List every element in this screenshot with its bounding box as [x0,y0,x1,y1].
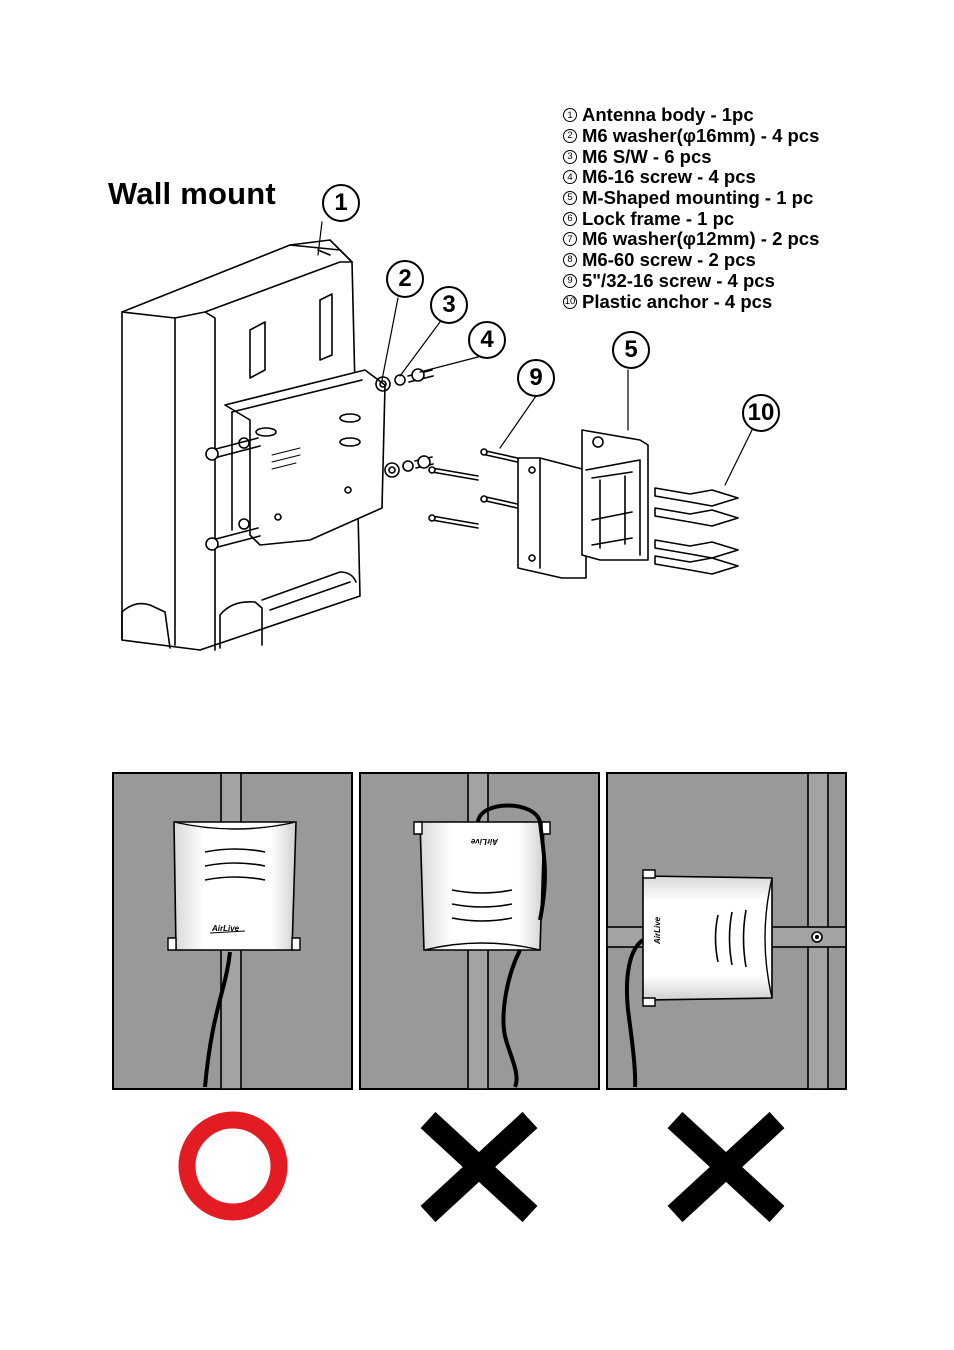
wall-screws-drawing [428,448,523,529]
parts-list-item: 10 Plastic anchor - 4 pcs [563,291,863,312]
installation-orientation-panels: AirLive AirLive AirLive [112,772,847,1090]
part-label: M6 S/W - 6 pcs [582,145,712,167]
part-number-badge: 10 [563,294,577,309]
panel-wrong-upside-down: AirLive [359,772,600,1090]
part-number-badge: 7 [563,232,577,247]
callout-leaders [317,221,753,486]
parts-list-item: 5 M-Shaped mounting - 1 pc [563,187,863,209]
parts-list-item: 6 Lock frame - 1 pc [563,208,863,229]
part-label: Antenna body - 1pc [582,104,754,126]
parts-list-item: 8 M6-60 screw - 2 pcs [563,249,863,271]
parts-list-item: 7 M6 washer(φ12mm) - 2 pcs [563,228,863,250]
part-number-badge: 3 [563,149,577,164]
page-title: Wall mount [108,176,276,211]
callout-m6-washer-16: 2 [386,260,424,298]
correct-circle-icon [178,1111,288,1221]
wrong-x-icon [420,1112,538,1222]
panel-wrong-sideways: AirLive [606,772,847,1090]
part-number-badge: 9 [563,273,577,288]
part-number-badge: 1 [563,108,577,123]
callout-wall-screw: 9 [517,359,555,397]
m-shaped-mounting-drawing [517,429,649,579]
callout-antenna-body: 1 [322,184,360,222]
parts-list-item: 3 M6 S/W - 6 pcs [563,146,863,167]
callout-plastic-anchor: 10 [742,394,780,432]
parts-list-item: 4 M6-16 screw - 4 pcs [563,166,863,188]
part-label: 5"/32-16 screw - 4 pcs [582,269,775,291]
plastic-anchors-drawing [654,487,739,575]
callout-m6-sw: 3 [430,286,468,324]
part-number-badge: 2 [563,129,577,144]
part-label: Lock frame - 1 pc [582,207,735,229]
callout-m-shaped-mounting: 5 [612,331,650,369]
part-number-badge: 8 [563,253,577,268]
parts-list-item: 9 5"/32-16 screw - 4 pcs [563,269,863,292]
brand-logo: AirLive [653,916,662,945]
brand-logo: AirLive [470,837,499,846]
part-label: M6-60 screw - 2 pcs [582,249,756,271]
part-number-badge: 6 [563,211,577,226]
exploded-assembly-drawing [121,221,753,651]
part-label: M-Shaped mounting - 1 pc [582,187,814,209]
part-number-badge: 5 [563,191,577,206]
panel-correct-orientation: AirLive [112,772,353,1090]
wrong-x-icon [667,1112,785,1222]
part-label: M6 washer(φ16mm) - 4 pcs [582,125,820,147]
brand-logo: AirLive [211,924,240,933]
part-number-badge: 4 [563,170,577,185]
parts-list: 1 Antenna body - 1pc 2 M6 washer(φ16mm) - … [563,104,863,312]
m6-60-screws-drawing [205,437,261,551]
part-label: M6-16 screw - 4 pcs [582,166,756,188]
parts-list-item: 2 M6 washer(φ16mm) - 4 pcs [563,125,863,147]
parts-list-item: 1 Antenna body - 1pc [563,104,863,126]
part-label: Plastic anchor - 4 pcs [582,290,773,312]
antenna-body-drawing [121,239,386,651]
part-label: M6 washer(φ12mm) - 2 pcs [582,228,820,250]
callout-m6-16-screw: 4 [468,321,506,359]
